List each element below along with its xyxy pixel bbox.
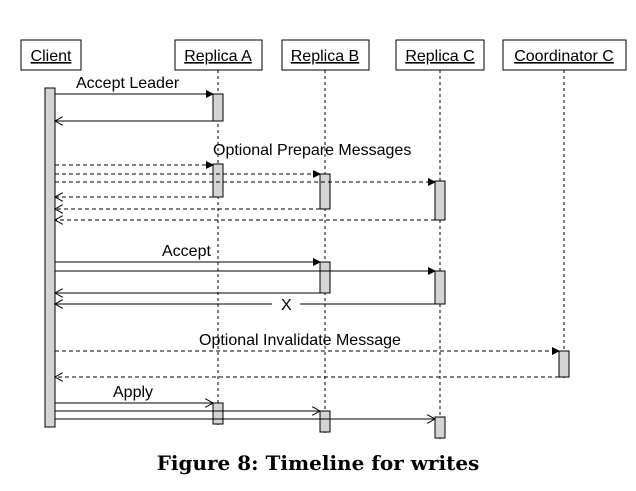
activation-replica-c bbox=[434, 416, 446, 439]
participant-label: Replica C bbox=[405, 48, 474, 65]
activation-replica-b bbox=[319, 410, 331, 433]
participant-label: Replica B bbox=[291, 48, 359, 65]
activation-replica-c bbox=[434, 180, 446, 221]
message-label-optional-invalidate: Optional Invalidate Message bbox=[199, 332, 401, 349]
activation-replica-c bbox=[434, 270, 446, 305]
message-label-apply: Apply bbox=[113, 384, 153, 401]
participant-label: Replica A bbox=[184, 48, 252, 65]
lost-message-marker: X bbox=[281, 297, 292, 314]
figure-caption: Figure 8: Timeline for writes bbox=[157, 451, 480, 475]
participant-replica-b: Replica B bbox=[281, 39, 370, 71]
activation-client bbox=[44, 87, 56, 428]
message-label-accept: Accept bbox=[162, 243, 211, 260]
message-label-accept-leader: Accept Leader bbox=[76, 75, 180, 92]
activation-replica-b bbox=[319, 261, 331, 294]
activation-replica-a bbox=[212, 163, 224, 198]
participant-label: Client bbox=[31, 48, 72, 65]
message-label-optional-prepare: Optional Prepare Messages bbox=[213, 142, 411, 159]
participant-replica-c: Replica C bbox=[395, 39, 485, 71]
activation-replica-a bbox=[212, 93, 224, 122]
participant-label: Coordinator C bbox=[514, 48, 614, 65]
participant-coordinator-c: Coordinator C bbox=[502, 39, 627, 71]
activation-replica-b bbox=[319, 173, 331, 210]
participant-replica-a: Replica A bbox=[174, 39, 263, 71]
participant-client: Client bbox=[20, 39, 82, 71]
activation-replica-a bbox=[212, 402, 224, 425]
activation-coordinator-c bbox=[558, 350, 570, 378]
